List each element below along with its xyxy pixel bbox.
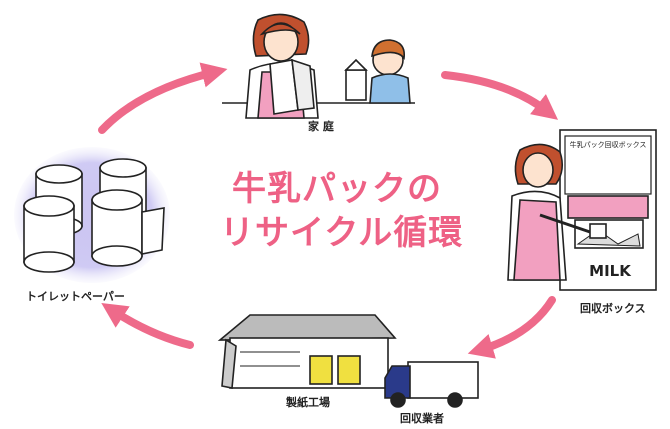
- collector-label: 回収業者: [400, 412, 444, 425]
- toilet-paper-illustration: [14, 147, 170, 283]
- arrow-factory-to-tissue-icon: [101, 302, 194, 349]
- truck-illustration: [384, 361, 479, 408]
- factory-illustration: [217, 314, 397, 389]
- home-illustration: [222, 13, 415, 119]
- arrow-box-to-collector-icon: [467, 296, 556, 359]
- toilet-roll-icon: [23, 195, 75, 273]
- cycle-arrows: [98, 62, 559, 359]
- title-line-2: リサイクル循環: [220, 213, 464, 253]
- box-milk-text: MILK: [589, 262, 632, 280]
- factory-label: 製紙工場: [286, 396, 330, 409]
- truck-icon: [384, 365, 411, 399]
- title-line-1: 牛乳パックの: [232, 169, 442, 209]
- box-header-text: 牛乳パック回収ボックス: [570, 140, 647, 149]
- tissue-label: トイレットペーパー: [26, 290, 125, 303]
- collection-box-illustration: [507, 129, 657, 291]
- home-label: 家 庭: [308, 120, 334, 133]
- toilet-roll-icon: [91, 189, 165, 267]
- arrow-home-to-box-icon: [441, 71, 559, 120]
- arrow-tissue-to-home-icon: [98, 62, 228, 134]
- box-label: 回収ボックス: [580, 302, 646, 315]
- milk-carton-icon: [345, 69, 367, 101]
